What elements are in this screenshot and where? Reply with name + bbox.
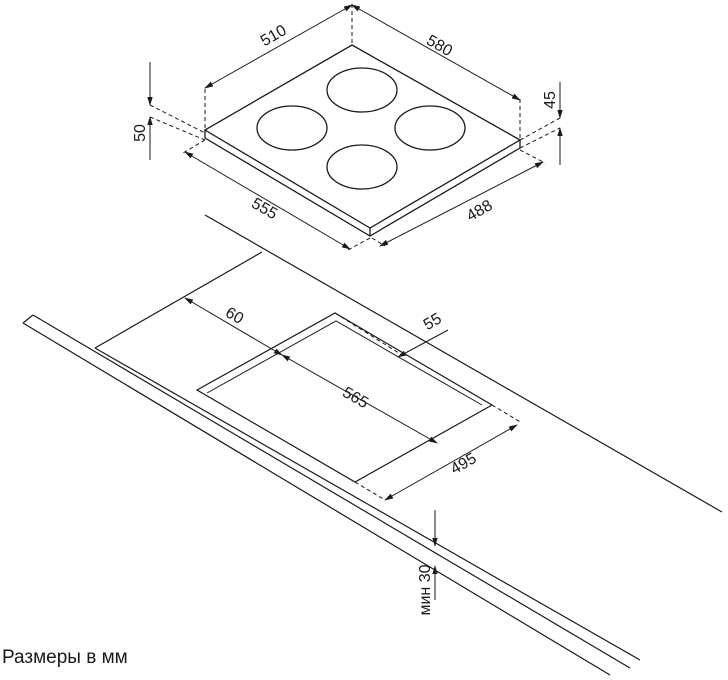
cutout-dimensions [184, 297, 523, 600]
dim-line-580 [351, 4, 521, 101]
countertop-front-edge [94, 347, 641, 661]
dim-line-555 [184, 151, 351, 250]
label-45: 45 [542, 91, 559, 109]
dim-line-60 [184, 297, 283, 356]
label-580: 580 [423, 32, 455, 60]
dim-line-488 [379, 161, 544, 247]
hob-glass-top [203, 44, 522, 229]
label-495: 495 [448, 450, 480, 478]
label-55: 55 [421, 310, 445, 334]
label-488: 488 [464, 197, 496, 225]
burner-right [394, 105, 466, 151]
hob-dimensions [147, 3, 563, 251]
label-510: 510 [258, 22, 290, 50]
burner-left [256, 105, 328, 151]
units-caption: Размеры в мм [2, 647, 128, 668]
label-60: 60 [222, 304, 246, 328]
label-555: 555 [248, 195, 280, 223]
label-min-30: мин 30 [417, 564, 434, 615]
countertop-drawing [22, 214, 723, 676]
dim-line-510 [204, 4, 353, 89]
dim-line-495 [384, 424, 518, 501]
dim-line-55 [397, 329, 449, 358]
label-50: 50 [132, 124, 149, 142]
countertop-back-edge [204, 214, 723, 513]
